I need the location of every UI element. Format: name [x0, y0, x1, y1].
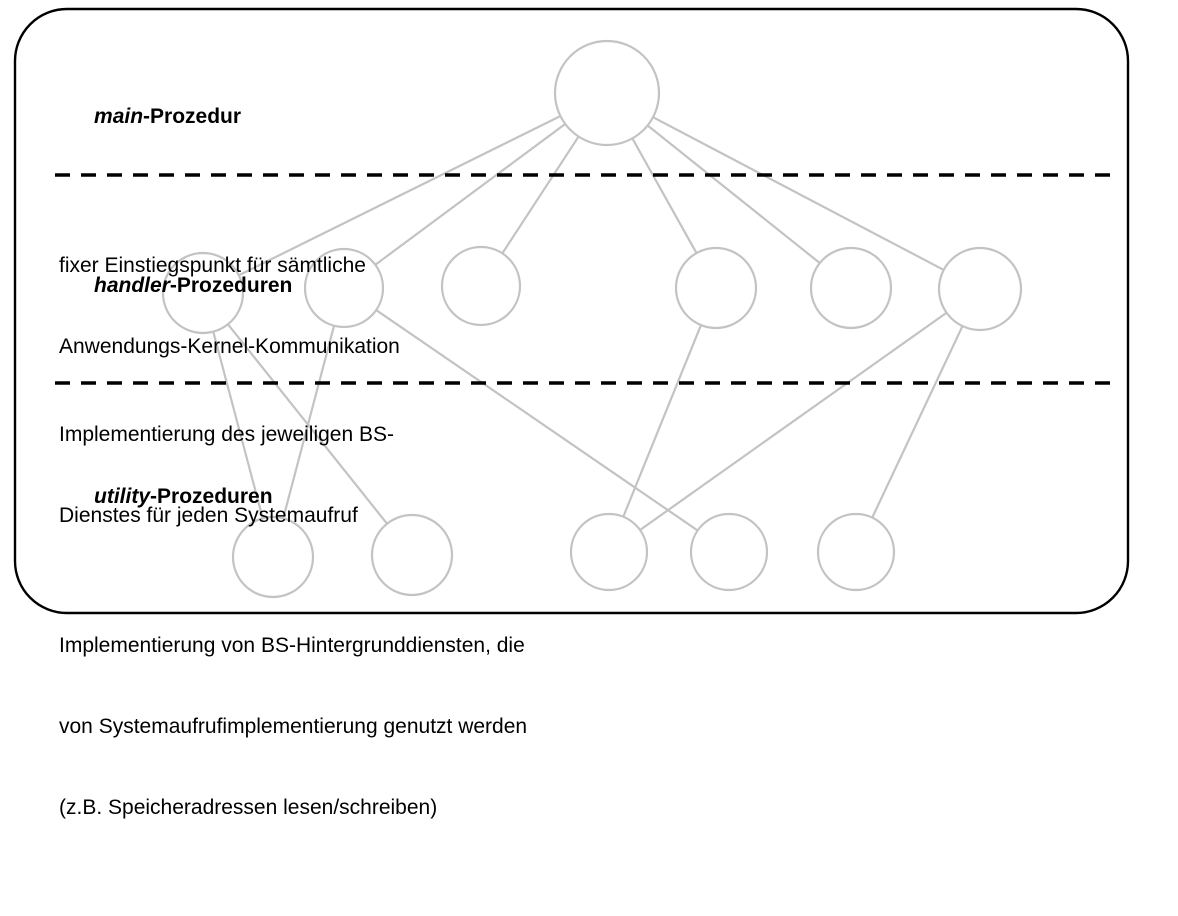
edge-group	[212, 115, 964, 532]
layer-description-line: Implementierung von BS-Hintergrunddienst…	[59, 634, 525, 658]
diagram-frame	[13, 7, 1130, 615]
diagram-canvas: main-Prozedur fixer Einstiegspunkt für s…	[13, 7, 1130, 819]
layer-description-line: Anwendungs-Kernel-Kommunikation	[59, 334, 400, 358]
graph-edge	[622, 324, 702, 518]
graph-node-handler-2	[303, 247, 385, 329]
layer-title-utility: utility-Prozeduren	[59, 457, 527, 538]
layer-description-line: von Systemaufrufimplementierung genutzt …	[59, 714, 528, 738]
graph-edge	[238, 115, 561, 277]
layer-description-handler: Implementierung des jeweiligen BS- Diens…	[59, 369, 394, 584]
layer-keyword-handler: handler	[94, 273, 170, 297]
layer-keyword-main: main	[94, 104, 144, 128]
layer-label-main: main-Prozedur fixer Einstiegspunkt für s…	[59, 36, 400, 455]
layer-description-main: fixer Einstiegspunkt für sämtliche Anwen…	[59, 200, 400, 415]
graph-node-utility-1	[231, 515, 315, 599]
layer-title-suffix-utility: -Prozeduren	[150, 484, 273, 508]
graph-edge	[282, 325, 336, 519]
graph-node-utility-4	[689, 512, 769, 592]
graph-node-handler-5	[809, 246, 893, 330]
node-group	[161, 39, 1023, 599]
layer-description-line: Dienstes für jeden Systemaufruf	[59, 503, 358, 527]
graph-node-main-node	[553, 39, 661, 147]
graph-node-handler-4	[674, 246, 758, 330]
layer-description-utility: Implementierung von BS-Hintergrunddienst…	[59, 580, 527, 876]
graph-edge	[652, 116, 945, 271]
graph-edge	[375, 309, 699, 532]
layer-graph-svg	[13, 7, 1130, 615]
layer-title-main: main-Prozedur	[59, 77, 400, 158]
layer-keyword-utility: utility	[94, 484, 151, 508]
layer-label-handler: handler-Prozeduren Implementierung des j…	[59, 205, 394, 624]
graph-node-utility-3	[569, 512, 649, 592]
layer-label-utility: utility-Prozeduren Implementierung von B…	[59, 416, 527, 916]
layer-title-handler: handler-Prozeduren	[59, 246, 394, 327]
layer-description-line: fixer Einstiegspunkt für sämtliche	[59, 254, 366, 278]
graph-edge	[501, 135, 580, 254]
layer-description-line: Implementierung des jeweiligen BS-	[59, 423, 395, 447]
divider-group	[55, 173, 1113, 385]
graph-edge	[374, 123, 566, 266]
graph-edge	[871, 325, 964, 519]
graph-edge	[212, 331, 264, 519]
layer-title-suffix-handler: -Prozeduren	[169, 273, 293, 297]
graph-node-utility-5	[816, 512, 896, 592]
graph-edge	[646, 124, 821, 264]
graph-node-utility-2	[370, 513, 454, 597]
layer-title-suffix-main: -Prozedur	[143, 104, 242, 128]
graph-edge	[639, 311, 948, 531]
graph-edge	[631, 137, 698, 254]
graph-node-handler-1	[161, 251, 245, 335]
graph-node-handler-3	[440, 245, 522, 327]
graph-node-handler-6	[937, 246, 1023, 332]
layer-description-line: (z.B. Speicheradressen lesen/schreiben)	[59, 795, 438, 819]
